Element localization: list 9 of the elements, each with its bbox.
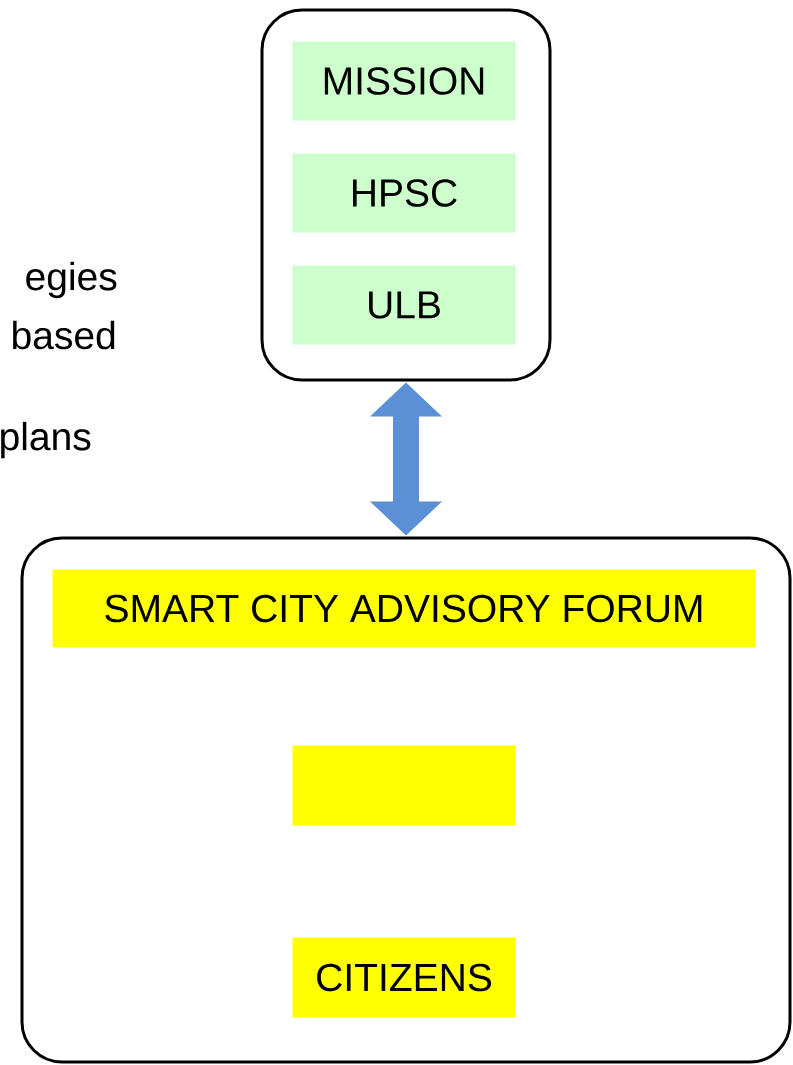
side-text: egies [26, 261, 117, 299]
side-text: based [13, 320, 115, 350]
label-box: MISSION [292, 41, 516, 121]
empty-box [292, 745, 516, 826]
label-box: SMART CITY ADVISORY FORUM [52, 569, 756, 648]
side-text: plans [1, 421, 91, 459]
label-box: CITIZENS [292, 937, 516, 1018]
label-box: HPSC [292, 153, 516, 233]
label-box: ULB [292, 265, 516, 345]
